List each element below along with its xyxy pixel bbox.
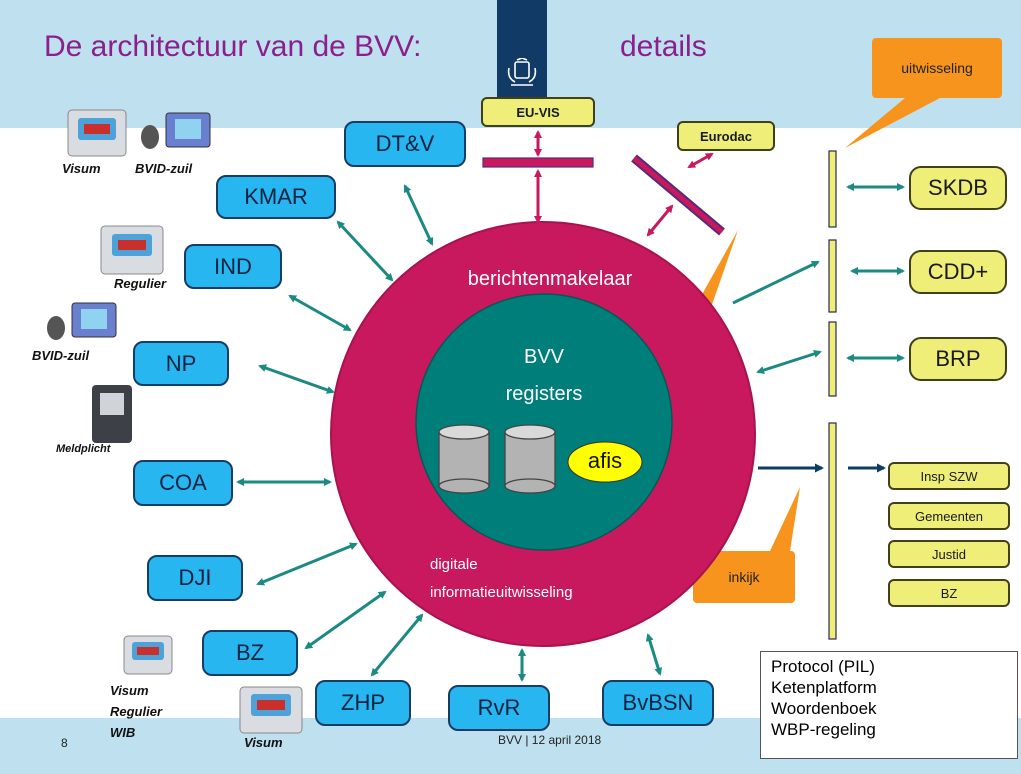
- core-label-line2: registers: [505, 383, 583, 405]
- node-coa: COA: [133, 460, 233, 506]
- page-number: 8: [61, 736, 68, 750]
- arrow-kmar: [336, 220, 394, 282]
- visum-device-icon-top: [67, 109, 127, 157]
- bvid-zuil-icon-top: [141, 112, 211, 149]
- bvv-registers-core: [415, 293, 673, 551]
- node-brp: BRP: [909, 337, 1007, 381]
- caption-visum-top: Visum: [62, 161, 101, 176]
- eurodac-node: Eurodac: [677, 121, 775, 151]
- node-gemeenten: Gemeenten: [888, 502, 1010, 530]
- bvid-zuil-icon-mid: [47, 302, 117, 340]
- brp-vertical-bar: [828, 321, 837, 397]
- cdd-vertical-bar: [828, 239, 837, 313]
- database-icon-1: [438, 424, 490, 494]
- arrow-bz: [304, 590, 387, 650]
- visum-device-icon-bz: [123, 635, 173, 675]
- node-insp-szw: Insp SZW: [888, 462, 1010, 490]
- caption-visum-bottom: Visum: [244, 735, 283, 750]
- arrow-dji: [256, 542, 358, 586]
- arrow-dtv: [403, 184, 434, 246]
- ring-label: berichtenmakelaar: [467, 268, 633, 290]
- callout-uitwisseling: uitwisseling: [872, 38, 1002, 98]
- node-bvbsn: BvBSN: [602, 680, 714, 726]
- caption-meldplicht: Meldplicht: [56, 443, 111, 455]
- caption-bvid-mid: BVID-zuil: [32, 348, 90, 363]
- callout-uitwisseling-tail: [845, 98, 940, 148]
- bottom-label-line2: informatieuitwisseling: [430, 584, 573, 601]
- inkijk-vertical-bar: [828, 422, 837, 640]
- afis-badge: [567, 441, 643, 483]
- protocol-box: Protocol (PIL) Ketenplatform Woordenboek…: [760, 651, 1018, 759]
- regulier-device-icon: [100, 225, 164, 275]
- coat-of-arms-icon: [507, 58, 537, 86]
- caption-regulier-bz: Regulier: [110, 704, 163, 719]
- database-icon-2: [504, 424, 556, 494]
- node-justid: Justid: [888, 540, 1010, 568]
- arrow-ind: [288, 294, 352, 332]
- skdb-vertical-bar: [828, 150, 837, 228]
- afis-label: afis: [587, 448, 623, 473]
- caption-wib: WIB: [110, 725, 136, 740]
- node-rvr: RvR: [448, 685, 550, 731]
- eu-vis-node: EU-VIS: [481, 97, 595, 127]
- slide-title: De architectuur van de BVV:: [44, 30, 422, 63]
- node-cdd: CDD+: [909, 250, 1007, 294]
- government-logo-band: [497, 0, 547, 104]
- eu-vis-connector-bar: [482, 157, 594, 168]
- callout-inkijk-tail: [770, 487, 800, 551]
- meldplicht-device-icon: [92, 385, 132, 443]
- node-bz-right: BZ: [888, 579, 1010, 607]
- caption-regulier: Regulier: [114, 276, 167, 291]
- node-np: NP: [133, 341, 229, 386]
- caption-visum-bz: Visum: [110, 683, 149, 698]
- protocol-line: WBP-regeling: [771, 720, 876, 739]
- arrow-eurodac-ring: [646, 204, 674, 237]
- arrow-ring-brp: [756, 350, 822, 374]
- visum-device-icon-bottom: [239, 686, 303, 734]
- slide-title-suffix: details: [620, 30, 707, 63]
- bottom-label-line1: digitale: [430, 556, 478, 573]
- protocol-line: Woordenboek: [771, 699, 877, 718]
- node-ind: IND: [184, 244, 282, 289]
- node-kmar: KMAR: [216, 175, 336, 219]
- node-zhp: ZHP: [315, 680, 411, 726]
- arrow-bvbsn: [645, 633, 663, 676]
- node-dtv: DT&V: [344, 121, 466, 167]
- arrow-eurodac: [687, 152, 714, 169]
- protocol-line: Protocol (PIL): [771, 657, 875, 676]
- arrow-np: [258, 364, 335, 394]
- node-bz: BZ: [202, 630, 298, 676]
- footer-text: BVV | 12 april 2018: [498, 733, 602, 747]
- caption-bvid-top: BVID-zuil: [135, 161, 193, 176]
- node-dji: DJI: [147, 555, 243, 601]
- protocol-line: Ketenplatform: [771, 678, 877, 697]
- arrow-ring-cdd: [732, 260, 820, 305]
- core-label-line1: BVV: [523, 346, 565, 368]
- arrow-zhp: [370, 613, 424, 677]
- node-skdb: SKDB: [909, 166, 1007, 210]
